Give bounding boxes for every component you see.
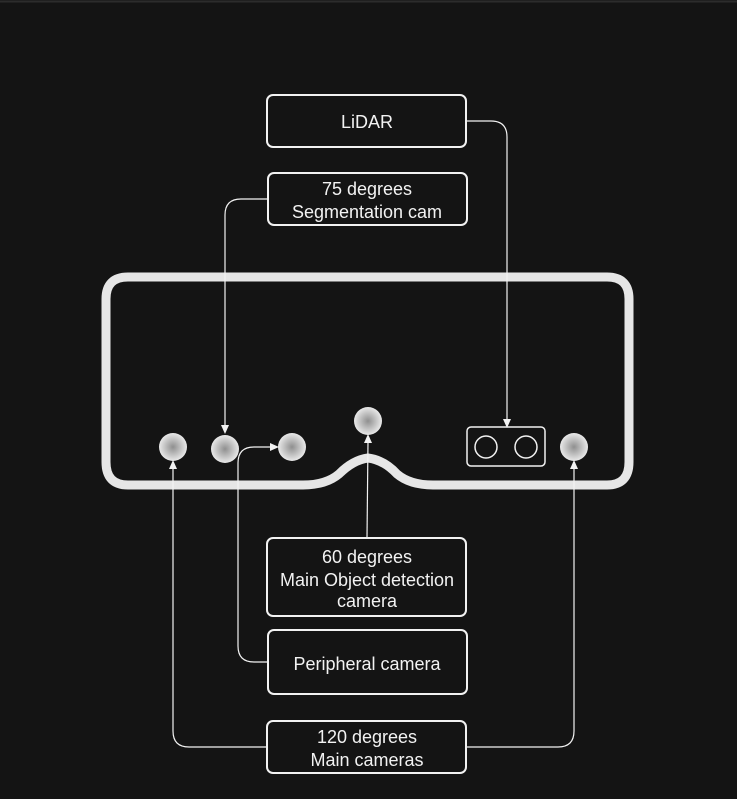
arrowhead-peripheral xyxy=(270,443,279,451)
main-camera-right xyxy=(560,433,588,461)
connector-lidar xyxy=(466,120,508,421)
lidar-label-box: LiDAR xyxy=(266,94,467,148)
lidar-label-line-1: LiDAR xyxy=(341,112,393,132)
segmentation-label-line-2: Segmentation cam xyxy=(292,202,442,222)
main-detection-label-box: 60 degrees Main Object detection camera xyxy=(266,537,467,617)
segmentation-label-line-1: 75 degrees xyxy=(322,179,412,199)
connector-peripheral xyxy=(237,446,272,663)
main-detection-label-line-1: 60 degrees xyxy=(322,547,412,567)
lidar-lens-right xyxy=(514,435,538,459)
main-cameras-label-box: 120 degrees Main cameras xyxy=(266,720,467,774)
main-detection-label-line-2: Main Object detection xyxy=(280,570,454,590)
segmentation-camera xyxy=(211,435,239,463)
arrowhead-segmentation xyxy=(221,425,229,434)
main-cameras-label-line-1: 120 degrees xyxy=(317,727,417,747)
main-detection-camera xyxy=(354,407,382,435)
arrowhead-main-cameras-left xyxy=(169,460,177,469)
lidar-lens-left xyxy=(474,435,498,459)
connector-main-cameras-left xyxy=(172,467,267,748)
main-camera-left xyxy=(159,433,187,461)
lidar-sensor xyxy=(466,426,546,467)
peripheral-label-box: Peripheral camera xyxy=(267,629,468,695)
lidar-housing xyxy=(466,426,546,467)
connector-segmentation xyxy=(224,198,268,427)
main-cameras-label-line-2: Main cameras xyxy=(310,750,423,770)
peripheral-label-line-1: Peripheral camera xyxy=(293,654,441,674)
connector-main-detection xyxy=(366,440,369,539)
arrowhead-main-cameras-right xyxy=(570,460,578,469)
arrowhead-lidar xyxy=(503,419,511,428)
arrowhead-main-detection xyxy=(364,434,372,443)
peripheral-camera xyxy=(278,433,306,461)
connector-main-cameras-right xyxy=(466,467,575,748)
main-detection-label-line-3: camera xyxy=(337,591,398,611)
segmentation-label-box: 75 degrees Segmentation cam xyxy=(267,172,468,226)
